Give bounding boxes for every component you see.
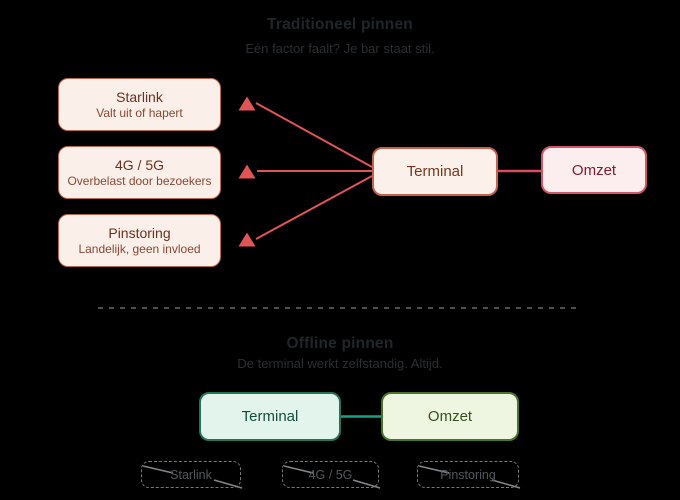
disabled-factor-4g5g: 4G / 5G [282,461,381,489]
node-terminal-top: Terminal [372,147,498,196]
disabled-factor-pinstoring: Pinstoring [417,461,521,489]
strikethrough-icon [418,465,521,489]
node-omzet-top: Omzet [541,146,647,194]
factor-name: Pinstoring [108,224,171,241]
bottom-section-title: Offline pinnen [286,335,394,352]
node-factor-pinstoring: Pinstoring Landelijk, geen invloed [58,214,221,267]
arrowhead-pinstoring-icon [238,232,256,247]
node-label: Terminal [241,408,299,425]
factor-name: 4G / 5G [114,156,165,173]
factor-name: Starlink [116,88,163,105]
bottom-section-subtitle: De terminal werkt zelfstandig. Altijd. [237,356,443,371]
disabled-factor-label: Pinstoring [440,467,496,482]
disabled-factor-label: 4G / 5G [308,467,353,482]
factor-description: Valt uit of hapert [96,105,183,120]
top-section-subtitle: Eén factor faalt? Je bar staat stil. [245,41,435,56]
node-label: Omzet [571,161,617,179]
disabled-factor-label: Starlink [170,467,212,482]
edge-terminal-to-pinstoring [255,175,373,240]
factor-description: Landelijk, geen invloed [78,241,201,256]
node-factor-starlink: Starlink Valt uit of hapert [58,78,221,131]
factor-description: Overbelast door bezoekers [67,173,212,188]
node-label: Omzet [427,408,473,425]
node-omzet-bottom: Omzet [381,392,519,441]
edge-terminal-to-starlink [255,102,373,168]
top-section-title: Traditioneel pinnen [267,16,413,33]
node-terminal-bottom: Terminal [199,392,341,441]
disabled-factor-starlink: Starlink [141,461,243,489]
arrowhead-4g5g-icon [238,164,256,179]
strikethrough-icon [142,465,243,489]
arrowhead-starlink-icon [238,96,256,111]
strikethrough-icon [283,465,381,489]
node-label: Terminal [406,163,464,180]
node-factor-4g5g: 4G / 5G Overbelast door bezoekers [58,146,221,199]
